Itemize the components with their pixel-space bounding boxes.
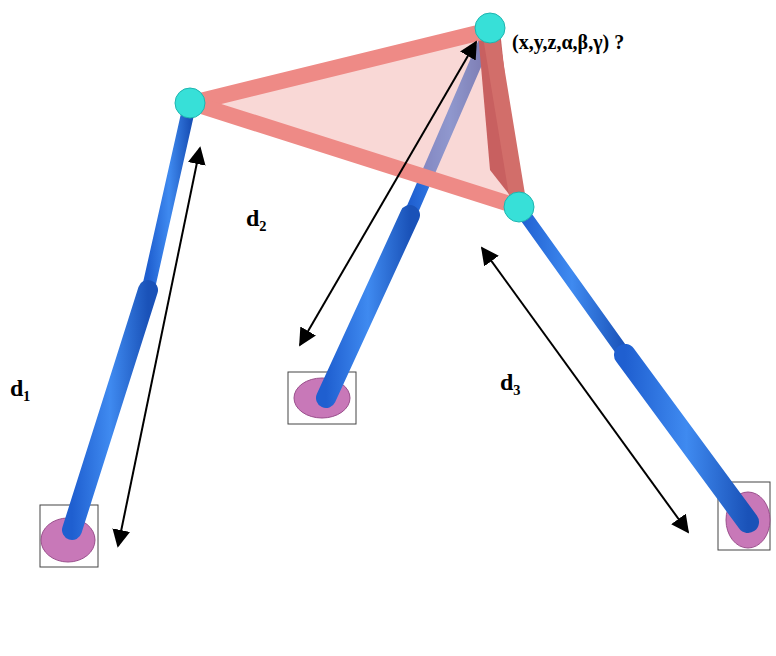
length-label: d₃ (500, 368, 521, 397)
length-label: d₂ (246, 204, 267, 233)
spherical-joints (175, 13, 534, 222)
pose-label: (x,y,z,α,β,γ) ? (512, 30, 624, 54)
length-label: d₁ (10, 374, 31, 403)
length-arrows (118, 42, 688, 546)
moving-platform (192, 30, 519, 207)
